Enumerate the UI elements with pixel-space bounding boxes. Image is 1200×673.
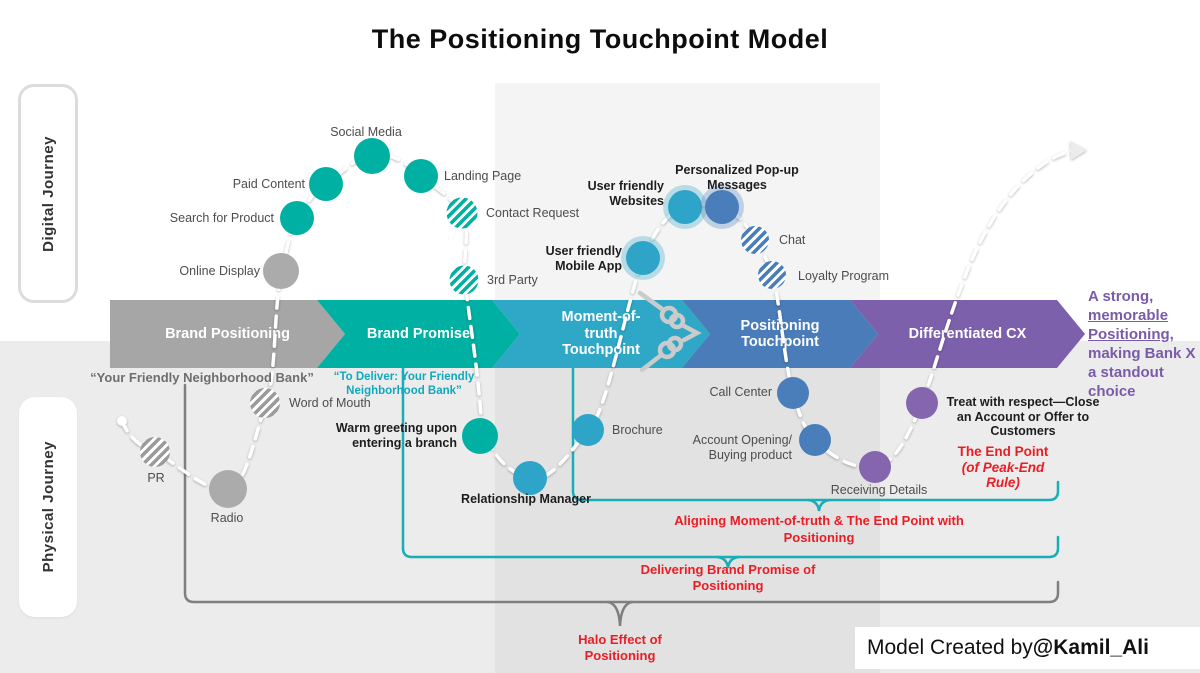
digital-journey-label: Digital Journey [39, 135, 57, 252]
label-receiving-details: Receiving Details [830, 483, 928, 497]
arrow-brand-promise: Brand Promise [317, 300, 520, 368]
dot-call-center [777, 377, 809, 409]
label-warm-greeting: Warm greeting upon entering a branch [335, 421, 457, 450]
label-user-friendly-mobile-app: User friendly Mobile App [545, 244, 622, 273]
outcome-note: A strong, memorable Positioning, making … [1088, 287, 1200, 401]
physical-journey-label: Physical Journey [39, 441, 57, 573]
dot-user-friendly-websites [668, 190, 702, 224]
dot-warm-greeting [462, 418, 498, 454]
end-point-subtitle: (of Peak-End Rule) [961, 460, 1045, 490]
delivering-annotation: Delivering Brand Promise of Positioning [640, 562, 816, 593]
label-3rd-party: 3rd Party [487, 273, 538, 287]
dot-account-opening [799, 424, 831, 456]
dot-user-friendly-mobile-app [626, 241, 660, 275]
outcome-note-underlined: memorable Positioning [1088, 307, 1170, 343]
label-chat: Chat [779, 233, 806, 247]
outcome-note-part2: , making Bank X a standout choice [1088, 326, 1196, 400]
label-treat-with-respect: Treat with respect—Close an Account or O… [946, 395, 1100, 438]
credit-box: Model Created by @Kamil_Ali [855, 627, 1200, 669]
label-paid-content: Paid Content [232, 177, 305, 191]
dot-chat [741, 226, 769, 254]
label-account-opening: Account Opening/ Buying product [692, 433, 792, 462]
label-online-display: Online Display [179, 264, 260, 278]
dot-search-for-product [280, 201, 314, 235]
dot-online-display [263, 253, 299, 289]
credit-handle: @Kamil_Ali [1032, 636, 1149, 659]
dot-personalized-popup [705, 190, 739, 224]
digital-journey-pill: Digital Journey [18, 84, 78, 303]
label-search-for-product: Search for Product [169, 211, 274, 225]
arrow-brand-positioning-label: Brand Positioning [165, 325, 290, 342]
arrow-brand-positioning: Brand Positioning [110, 300, 345, 368]
arrow-positioning-touchpoint-label: Positioning Touchpoint [740, 317, 820, 350]
outcome-note-part1: A strong, [1088, 288, 1154, 305]
dot-loyalty-program [758, 261, 786, 289]
label-brochure: Brochure [612, 423, 663, 437]
dot-word-of-mouth [250, 388, 280, 418]
dot-relationship-manager [513, 461, 547, 495]
arrow-brand-promise-label: Brand Promise [366, 325, 471, 342]
label-personalized-popup: Personalized Pop-up Messages [675, 163, 799, 192]
dot-contact-request [446, 197, 478, 229]
arrow-differentiated-cx: Differentiated CX [850, 300, 1085, 368]
dot-pr [140, 437, 170, 467]
label-pr: PR [147, 471, 165, 485]
aligning-annotation: Aligning Moment-of-truth & The End Point… [674, 513, 964, 545]
end-point-title: The End Point [957, 444, 1049, 459]
brand-promise-quote: “To Deliver: Your Friendly Neighborhood … [333, 371, 475, 397]
arrow-moment-of-truth: Moment-of-truth Touchpoint [492, 300, 710, 368]
label-relationship-manager: Relationship Manager [461, 492, 591, 506]
dot-paid-content [309, 167, 343, 201]
brand-positioning-quote: “Your Friendly Neighborhood Bank” [90, 370, 314, 385]
arrow-differentiated-cx-label: Differentiated CX [908, 325, 1027, 342]
end-point-annotation: The End Point (of Peak-End Rule) [938, 444, 1068, 490]
label-landing-page: Landing Page [444, 169, 522, 183]
dot-social-media [354, 138, 390, 174]
wave-arrowhead [1070, 141, 1087, 160]
dot-treat-with-respect [906, 387, 938, 419]
arrow-moment-of-truth-label: Moment-of-truth Touchpoint [561, 309, 641, 359]
label-contact-request: Contact Request [486, 206, 580, 220]
label-social-media: Social Media [330, 125, 402, 139]
dot-receiving-details [859, 451, 891, 483]
label-word-of-mouth: Word of Mouth [289, 396, 371, 410]
label-call-center: Call Center [709, 385, 772, 399]
dot-landing-page [404, 159, 438, 193]
label-radio: Radio [210, 511, 244, 525]
arrow-positioning-touchpoint: Positioning Touchpoint [682, 300, 878, 368]
halo-annotation: Halo Effect of Positioning [578, 632, 662, 663]
label-loyalty-program: Loyalty Program [798, 269, 890, 283]
page-title: The Positioning Touchpoint Model [371, 24, 829, 54]
dot-brochure [572, 414, 604, 446]
dot-radio [209, 470, 247, 508]
dot-3rd-party [449, 265, 479, 295]
credit-prefix: Model Created by [867, 636, 1033, 659]
physical-journey-pill: Physical Journey [19, 397, 77, 617]
label-user-friendly-websites: User friendly Websites [587, 179, 664, 208]
